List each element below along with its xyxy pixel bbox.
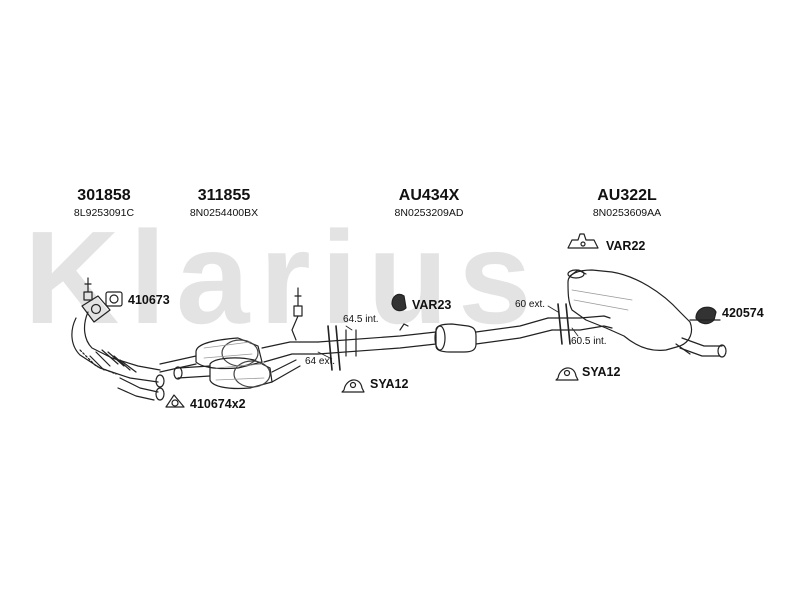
dimension-64-ext: 64 ext. (305, 356, 336, 367)
centre-pipe-au434x (317, 317, 553, 371)
oe-number-au322l: 8N0253609AA (592, 207, 662, 219)
watermark-logo: Klarius (24, 204, 542, 351)
part-number-au434x: AU434X (398, 187, 460, 204)
part-number-311855: 311855 (197, 187, 251, 204)
part-number-au322l: AU322L (597, 187, 657, 204)
dimension-60-5-int: 60.5 int. (571, 336, 607, 347)
catalysts-311855 (159, 287, 319, 390)
dimension-60-ext: 60 ext. (515, 299, 546, 310)
oe-number-301858: 8L9253091C (73, 207, 135, 219)
fitting-label-sya12-right: SYA12 (582, 365, 621, 379)
clamp-sya12-right-icon (555, 367, 579, 381)
clamp-sya12-left-icon (341, 379, 365, 393)
gasket-410674-icon (165, 394, 185, 408)
dimension-64-5-int: 64.5 int. (343, 314, 379, 325)
fitting-label-var23: VAR23 (412, 298, 452, 312)
fitting-label-var22: VAR22 (606, 239, 646, 253)
hanger-420574-icon (689, 306, 721, 325)
oe-number-311855: 8N0254400BX (189, 207, 259, 219)
oe-number-au434x: 8N0253209AD (394, 207, 464, 219)
hanger-var23-icon (391, 293, 407, 312)
fitting-label-410673: 410673 (128, 293, 170, 307)
fitting-label-sya12-left: SYA12 (370, 377, 409, 391)
fitting-label-420574: 420574 (722, 306, 764, 320)
part-number-301858: 301858 (77, 187, 131, 204)
fitting-label-410674: 410674x2 (190, 397, 246, 411)
downpipe-301858 (71, 277, 165, 401)
hanger-var22-icon (567, 233, 599, 249)
rear-silencer-au322l (547, 269, 727, 358)
gasket-410673-icon (105, 291, 123, 307)
